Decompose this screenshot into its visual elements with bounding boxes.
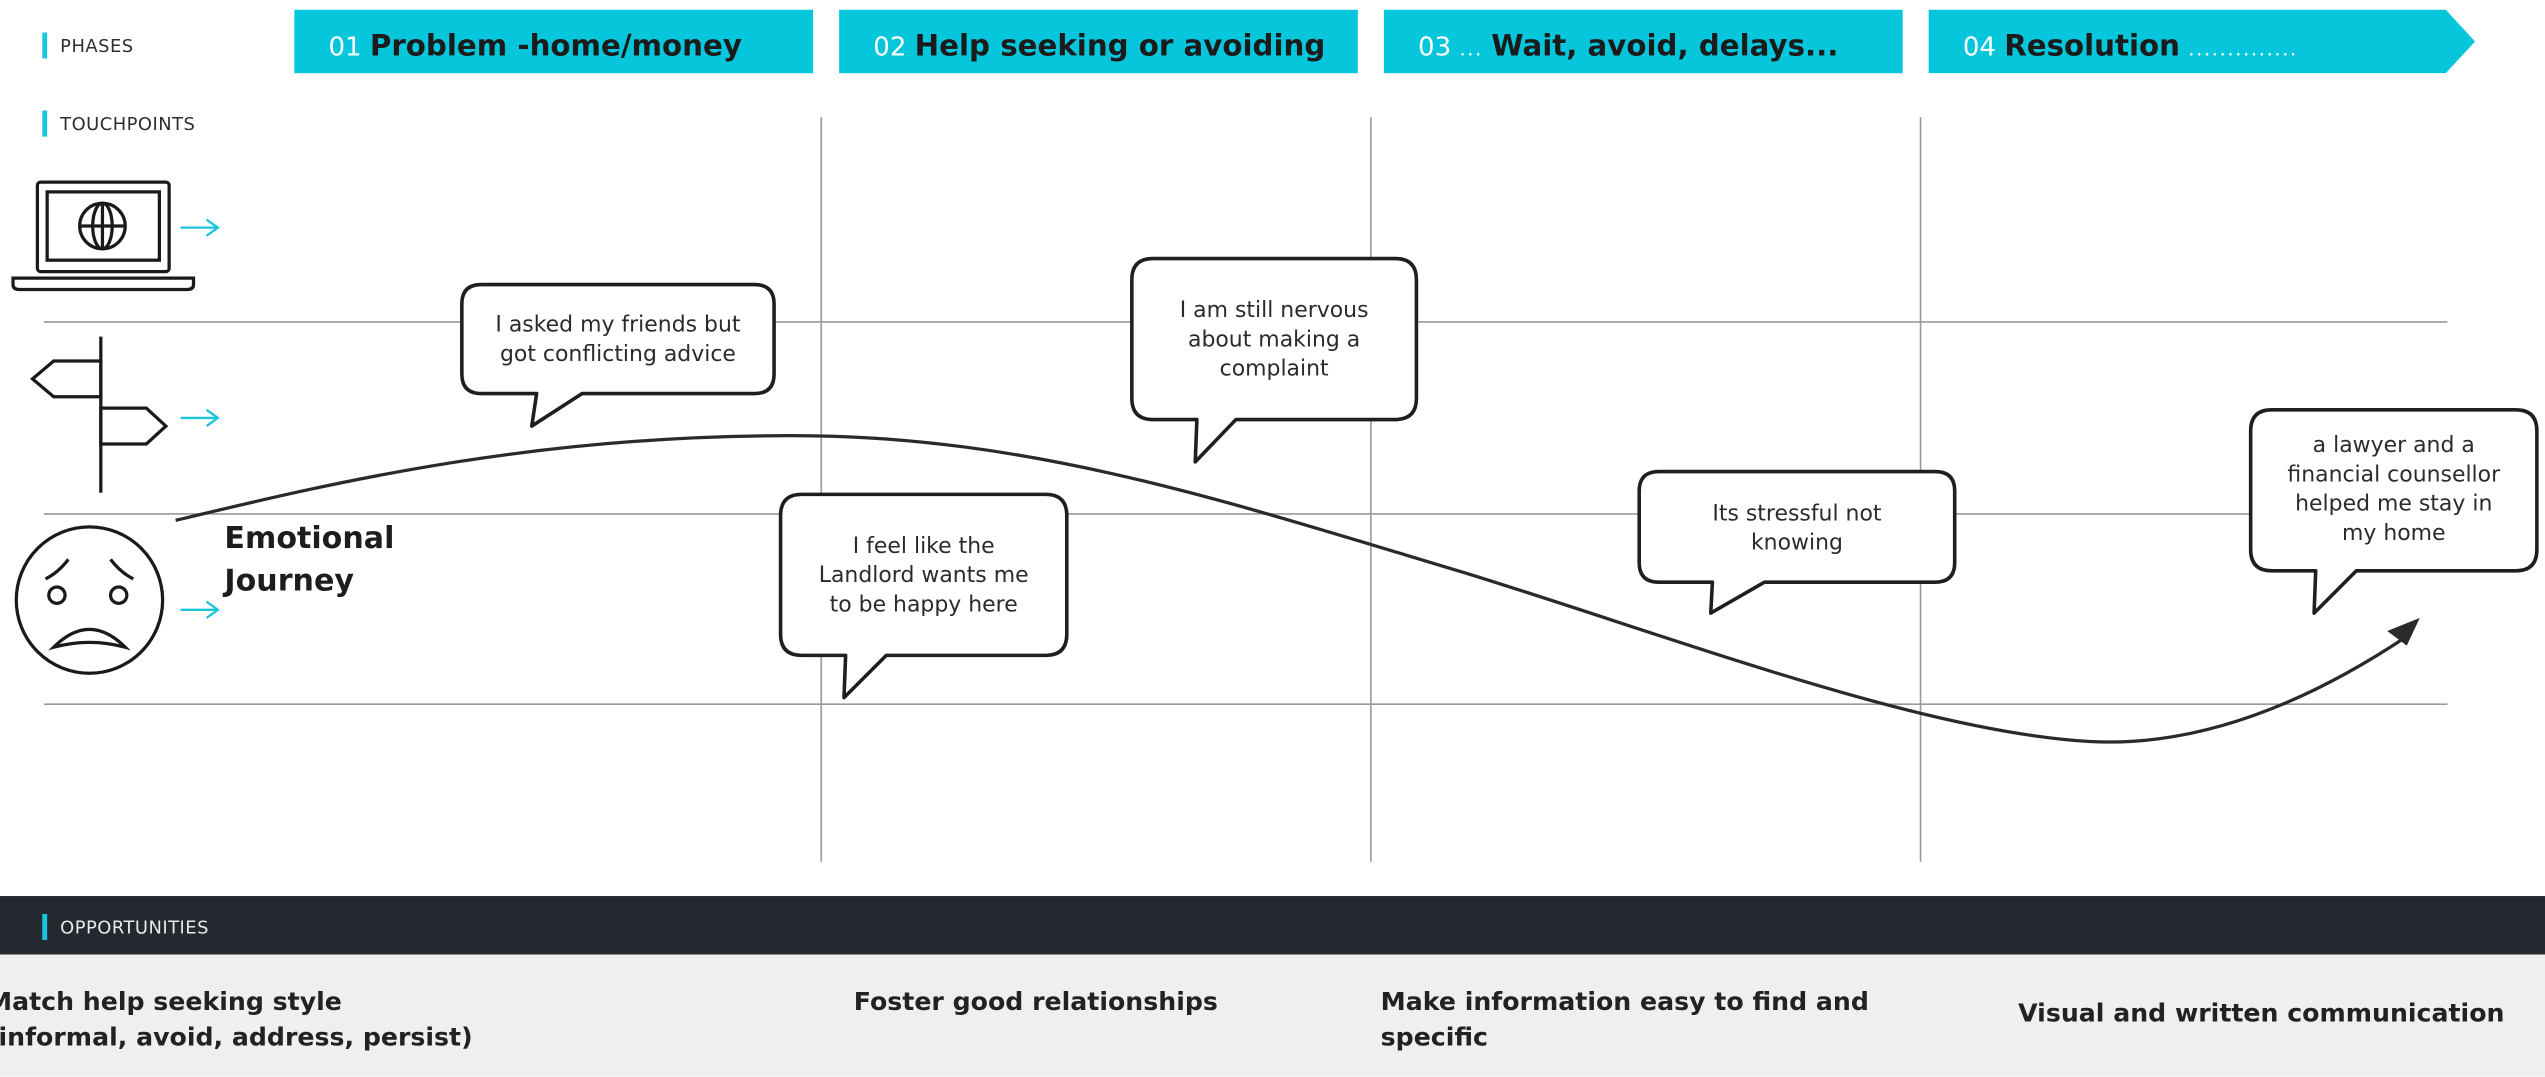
phases-section-label: PHASES xyxy=(42,32,133,59)
opportunity-2: Foster good relationships xyxy=(854,984,1358,1020)
grid-lines xyxy=(43,117,2448,862)
phase-1-label: 01 Problem -home/money xyxy=(328,29,741,63)
opportunity-1-line-1: Match help seeking style xyxy=(0,987,342,1017)
journey-arrowhead xyxy=(2387,617,2420,646)
quote-4-line-2: knowing xyxy=(1750,530,1843,557)
opportunity-3: Make information easy to find and specif… xyxy=(1381,984,1918,1056)
quote-1-line-2: got conflicting advice xyxy=(499,341,736,368)
quote-text-1: I asked my friends but got conflicting a… xyxy=(462,311,774,370)
journey-canvas xyxy=(11,117,2539,862)
phase-2-banner[interactable] xyxy=(839,9,1358,74)
opportunity-3-line-2: specific xyxy=(1380,1022,1488,1053)
opportunities-panel xyxy=(0,954,2545,1077)
quote-bubble-2 xyxy=(1130,256,1419,464)
phase-4-banner-arrow[interactable] xyxy=(1928,9,2476,74)
quote-bubble-3 xyxy=(778,492,1069,700)
quote-text-2: I am still nervous about making a compla… xyxy=(1132,296,1417,384)
phase-1-title: Problem -home/money xyxy=(369,29,742,64)
quote-bubble-1 xyxy=(460,282,776,428)
signpost-icon xyxy=(30,336,169,493)
quote-text-3: I feel like the Landlord wants me to be … xyxy=(781,532,1067,620)
quote-5-line-4: my home xyxy=(2341,520,2446,547)
phase-3-label: 03 ... Wait, avoid, delays... xyxy=(1418,29,1838,63)
phase-3-number: 03 xyxy=(1418,30,1452,62)
quote-1-line-1: I asked my friends but xyxy=(495,312,741,339)
phase-3-title: Wait, avoid, delays... xyxy=(1491,29,1839,64)
laptop-arrow-icon xyxy=(180,218,220,237)
quote-5-line-2: financial counsellor xyxy=(2287,461,2501,488)
phase-banners xyxy=(294,9,2476,74)
opportunities-header-bar xyxy=(0,896,2545,955)
quote-text-5: a lawyer and a financial counsellor help… xyxy=(2251,431,2537,548)
face-arrow-icon xyxy=(180,600,220,619)
quote-3-line-3: to be happy here xyxy=(829,591,1018,618)
quote-bubble-4 xyxy=(1637,469,1957,615)
quote-2-line-3: complaint xyxy=(1219,356,1329,383)
opportunity-2-line-1: Foster good relationships xyxy=(853,987,1218,1017)
phase-4-number: 04 xyxy=(1962,30,1996,62)
phase-2-label: 02 Help seeking or avoiding xyxy=(873,29,1325,63)
phase-1-banner[interactable] xyxy=(294,9,814,74)
phase-3-dots: ... xyxy=(1459,37,1483,61)
touchpoints-section-label: TOUCHPOINTS xyxy=(42,110,195,137)
emotional-journey-curve xyxy=(175,434,2411,744)
quote-2-line-2: about making a xyxy=(1187,326,1361,353)
worried-face-icon xyxy=(14,525,165,675)
quote-text-4: Its stressful not knowing xyxy=(1639,499,1954,558)
quote-bubble-5 xyxy=(2248,408,2539,615)
signpost-arrow-icon xyxy=(180,408,220,427)
opportunity-4-line-1: Visual and written communication xyxy=(2018,998,2505,1028)
opportunity-4: Visual and written communication xyxy=(2018,995,2538,1031)
opportunity-1-line-2: (informal, avoid, address, persist) xyxy=(0,1022,473,1053)
quote-4-line-1: Its stressful not xyxy=(1712,500,1882,527)
opportunities-section-label: OPPORTUNITIES xyxy=(42,913,209,940)
speech-bubbles xyxy=(460,256,2539,700)
quote-3-line-1: I feel like the xyxy=(852,533,995,560)
emotional-journey-line-1: Emotional xyxy=(224,522,395,557)
phase-3-banner[interactable] xyxy=(1383,9,1903,74)
quote-5-line-3: helped me stay in xyxy=(2295,491,2493,518)
phase-1-number: 01 xyxy=(328,30,362,62)
quote-3-line-2: Landlord wants me xyxy=(818,562,1029,589)
phase-4-label: 04 Resolution .............. xyxy=(1963,29,2298,63)
quote-5-line-1: a lawyer and a xyxy=(2312,432,2475,459)
laptop-globe-icon xyxy=(11,180,196,292)
opportunity-3-line-1: Make information easy to find and xyxy=(1380,987,1869,1017)
emotional-journey-title: Emotional Journey xyxy=(224,519,394,604)
opportunity-1: Match help seeking style (informal, avoi… xyxy=(0,984,800,1056)
phase-4-dots: .............. xyxy=(2188,37,2298,61)
quote-2-line-1: I am still nervous xyxy=(1179,297,1369,324)
phase-4-title: Resolution xyxy=(2004,29,2180,64)
phase-2-title: Help seeking or avoiding xyxy=(914,29,1326,64)
emotional-journey-line-2: Journey xyxy=(224,564,354,599)
phase-2-number: 02 xyxy=(873,30,907,62)
